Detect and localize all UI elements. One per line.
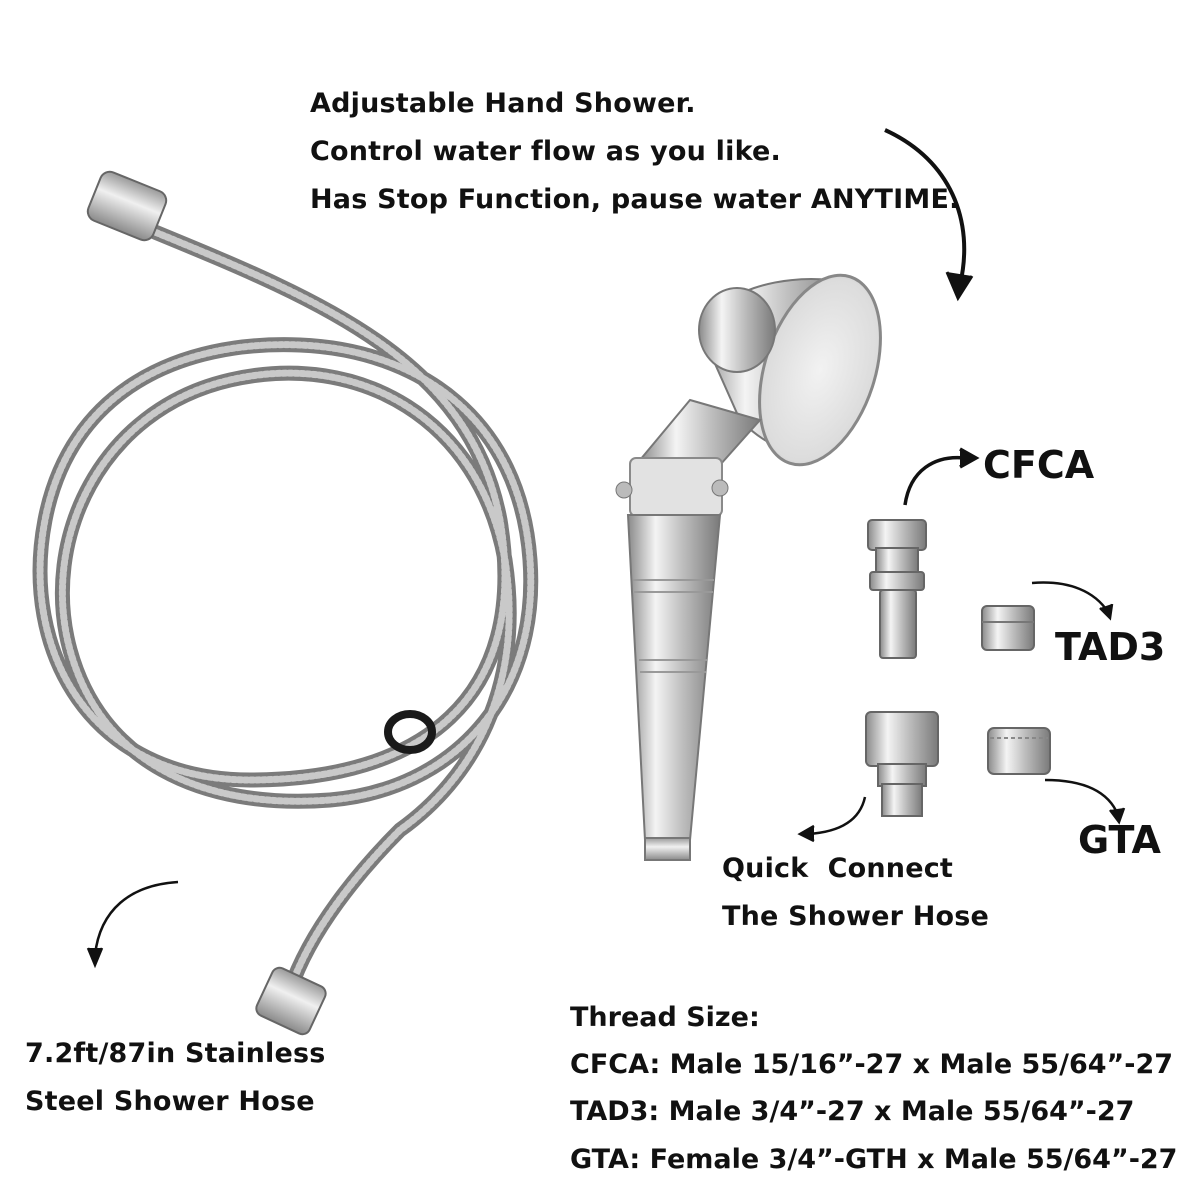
arrow-to-cfca <box>903 447 980 506</box>
hose-length-line-2: Steel Shower Hose <box>25 1086 315 1117</box>
thread-size-title: Thread Size: <box>570 1002 760 1033</box>
quick-connect-line-1: Quick Connect <box>722 853 954 884</box>
tad3-label: TAD3 <box>1055 625 1166 669</box>
thread-tad3: TAD3: Male 3/4”-27 x Male 55/64”-27 <box>570 1096 1135 1127</box>
arrow-to-hand-shower <box>884 128 974 302</box>
thread-gta: GTA: Female 3/4”-GTH x Male 55/64”-27 <box>570 1144 1178 1175</box>
feature-line-3: Has Stop Function, pause water ANYTIME. <box>310 184 960 215</box>
hose-top-fitting <box>86 170 168 242</box>
quick-connect-line-2: The Shower Hose <box>722 901 990 932</box>
tad3-adapter <box>981 605 1035 651</box>
arrow-to-tad3 <box>1031 581 1114 621</box>
arrow-to-gta <box>1044 778 1126 825</box>
feature-line-1: Adjustable Hand Shower. <box>310 88 696 119</box>
shower-hose <box>32 222 539 998</box>
thread-cfca: CFCA: Male 15/16”-27 x Male 55/64”-27 <box>570 1049 1174 1080</box>
feature-line-2: Control water flow as you like. <box>310 136 781 167</box>
gta-label: GTA <box>1078 818 1161 862</box>
arrow-quick-connect <box>797 796 867 843</box>
quick-connect-adapter <box>865 711 939 817</box>
hose-ring <box>384 710 436 754</box>
hose-bottom-fitting <box>255 966 327 1036</box>
arrow-hose-length <box>86 880 179 969</box>
hose-length-line-1: 7.2ft/87in Stainless <box>25 1038 326 1069</box>
cfca-label: CFCA <box>983 443 1095 487</box>
gta-adapter <box>987 727 1051 775</box>
hand-shower <box>615 273 882 861</box>
cfca-adapter <box>867 519 927 659</box>
